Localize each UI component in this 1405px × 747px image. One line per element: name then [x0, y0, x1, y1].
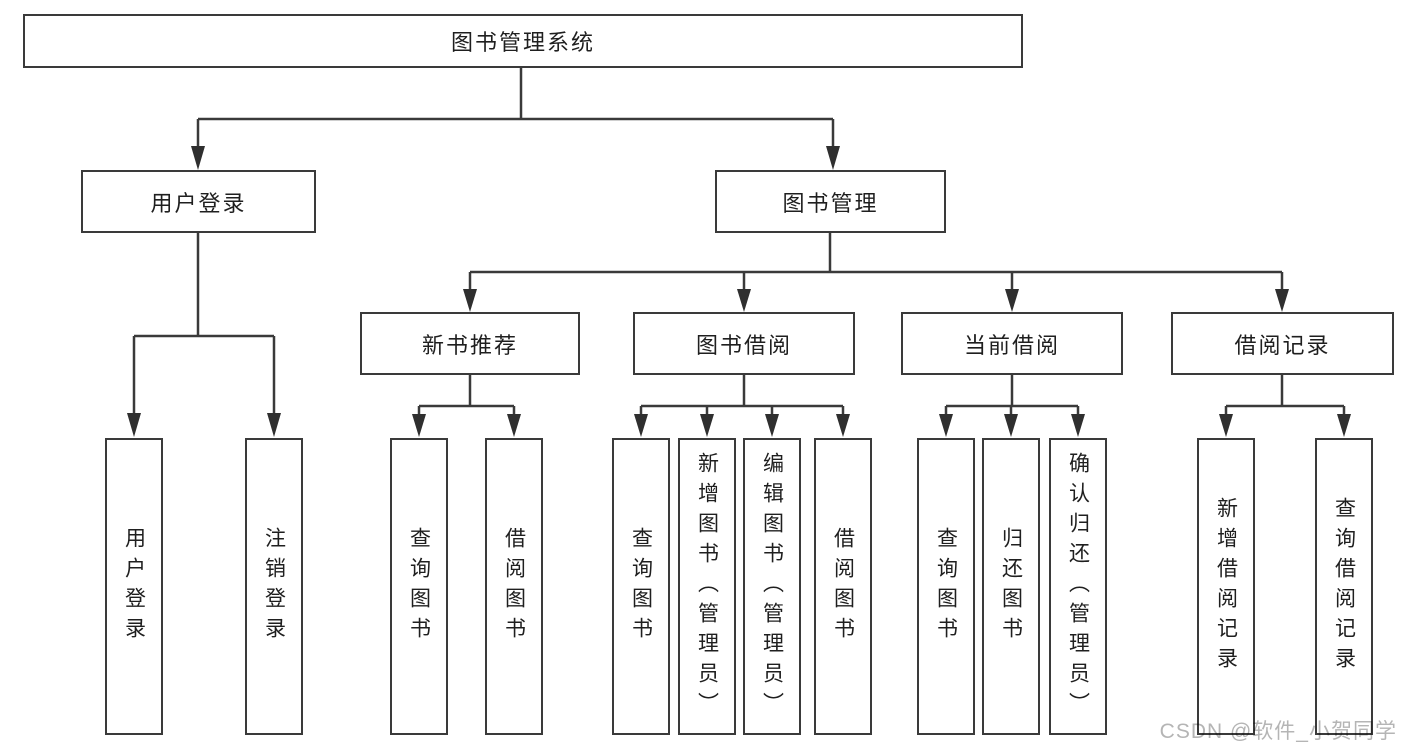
leaf-add-books-admin: 新增图书（管理员）	[678, 438, 736, 735]
leaf-query-books-current: 查询图书	[917, 438, 975, 735]
node-label: 编辑图书（管理员）	[760, 451, 784, 722]
node-user-login: 用户登录	[81, 170, 316, 233]
node-current-borrowing: 当前借阅	[901, 312, 1123, 375]
leaf-user-login: 用户登录	[105, 438, 163, 735]
node-label: 归还图书	[999, 526, 1023, 647]
node-label: 查询图书	[407, 526, 431, 647]
leaf-borrow-books: 借阅图书	[814, 438, 872, 735]
leaf-add-borrow-record: 新增借阅记录	[1197, 438, 1255, 735]
node-label: 注销登录	[262, 526, 286, 647]
node-label: 借阅图书	[502, 526, 526, 647]
node-label: 借阅记录	[1234, 332, 1331, 358]
node-label: 查询图书	[629, 526, 653, 647]
leaf-logout-login: 注销登录	[245, 438, 303, 735]
node-book-management: 图书管理	[715, 170, 946, 233]
node-label: 新增图书（管理员）	[695, 451, 719, 722]
node-book-borrowing: 图书借阅	[633, 312, 855, 375]
node-new-book-recommendation: 新书推荐	[360, 312, 580, 375]
node-label: 查询借阅记录	[1332, 496, 1356, 677]
node-label: 新书推荐	[421, 332, 518, 358]
leaf-query-borrow-record: 查询借阅记录	[1315, 438, 1373, 735]
node-label: 确认归还（管理员）	[1066, 451, 1090, 722]
node-label: 用户登录	[122, 526, 146, 647]
leaf-return-books: 归还图书	[982, 438, 1040, 735]
node-label: 图书借阅	[695, 332, 792, 358]
node-library-management-system: 图书管理系统	[23, 14, 1023, 68]
node-borrowing-records: 借阅记录	[1171, 312, 1394, 375]
leaf-borrow-books-recommend: 借阅图书	[485, 438, 543, 735]
leaf-edit-books-admin: 编辑图书（管理员）	[743, 438, 801, 735]
node-label: 图书管理系统	[450, 30, 595, 55]
leaf-query-books-recommend: 查询图书	[390, 438, 448, 735]
node-label: 当前借阅	[963, 332, 1060, 358]
node-label: 用户登录	[150, 190, 247, 216]
watermark: CSDN @软件_小贺同学	[1159, 720, 1397, 743]
node-label: 查询图书	[934, 526, 958, 647]
leaf-confirm-return-admin: 确认归还（管理员）	[1049, 438, 1107, 735]
node-label: 图书管理	[782, 190, 879, 216]
leaf-query-books-borrow: 查询图书	[612, 438, 670, 735]
node-label: 借阅图书	[831, 526, 855, 647]
node-label: 新增借阅记录	[1214, 496, 1238, 677]
